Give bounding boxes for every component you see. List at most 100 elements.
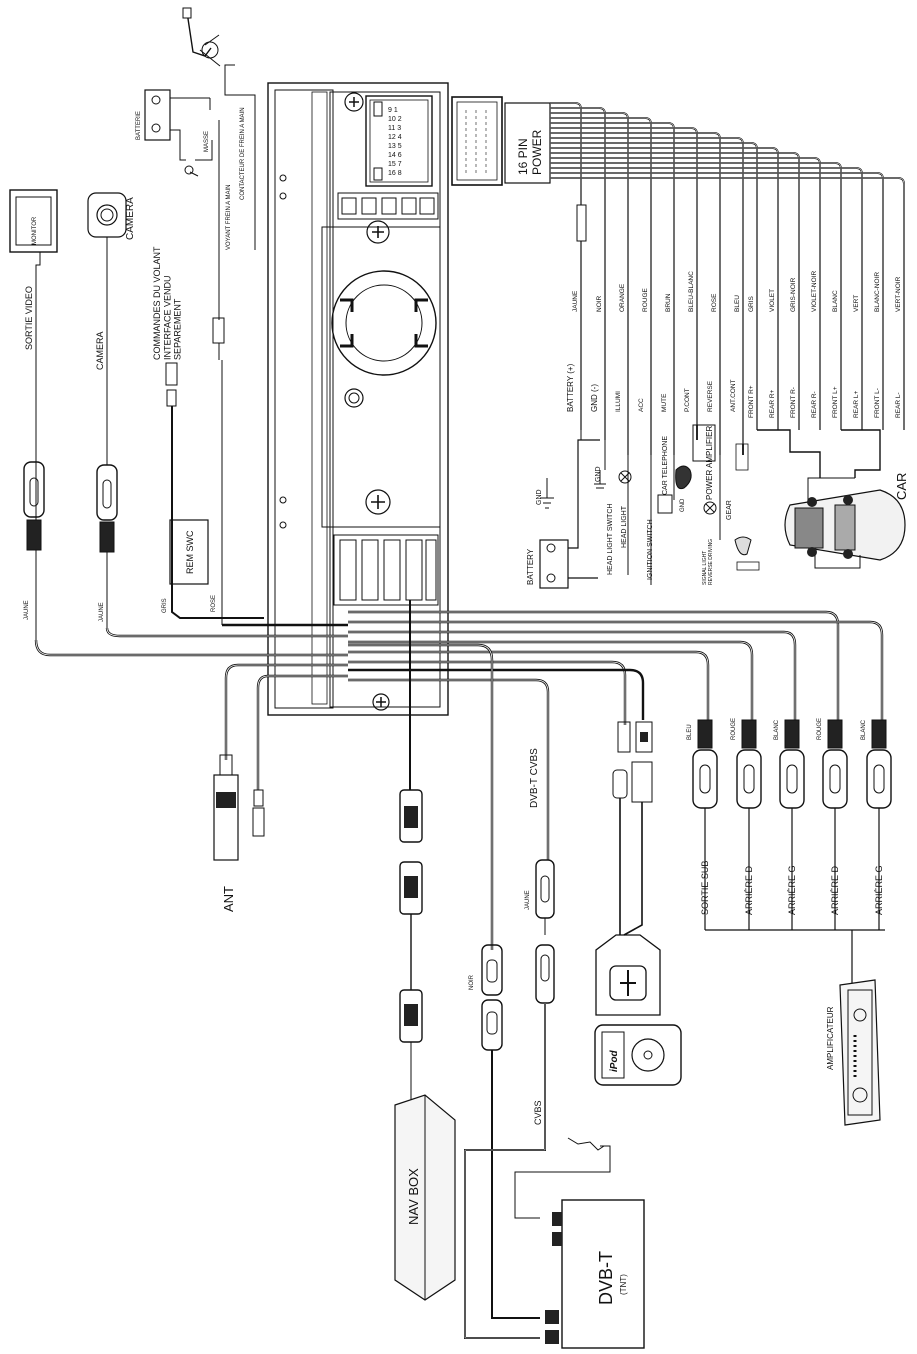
ignition-switch-label: IGNITION SWITCH: [647, 519, 654, 580]
rose-label: ROSE: [211, 595, 217, 612]
handbrake-circuit: BATTERIE MASSE CONTACTEUR DE FREIN A MAI…: [136, 7, 256, 625]
head-light-label: HEAD LIGHT: [621, 505, 628, 548]
nav-box-label: NAV BOX: [406, 1168, 421, 1225]
wire-color-label: ROSE: [711, 293, 718, 312]
rem-swc-label: REM SWC: [185, 530, 195, 574]
wire-function-label: REAR L-: [895, 392, 902, 418]
voyant-label: VOYANT FREIN A MAIN: [226, 185, 232, 250]
fuse-icon: [576, 204, 587, 242]
rca-channel-label: ARRIÈRE D: [744, 865, 754, 915]
jaune-label-2: JAUNE: [99, 602, 105, 622]
signal-light-label: SIGNAL LIGHTREVERSE DRIVING: [702, 539, 714, 585]
svg-text:9 110 211 312 413 514 615 716: 9 110 211 312 413 514 615 716 8: [388, 107, 402, 177]
wire-function-label: FRONT L-: [874, 388, 881, 418]
wire-function-label: MUTE: [661, 393, 668, 412]
rca-channel-label: ARRIÈRE G: [874, 865, 884, 915]
jaune-label-3: JAUNE: [525, 890, 531, 910]
wire-color-label: GRIS: [748, 295, 755, 312]
svg-text:16 PINPOWER: 16 PINPOWER: [516, 129, 544, 175]
wire-color-label: VERT: [853, 295, 860, 312]
swc-circuit: COMMANDES DU VOLANTINTERFACE VENDUSEPARE…: [152, 246, 264, 619]
monitor-circuit: MONITOR SORTIE VIDEO JAUNE: [9, 189, 58, 640]
rca-channel-label: ARRIÈRE G: [787, 865, 797, 915]
wire-color-label: BRUN: [665, 293, 672, 312]
screw-icon: [366, 220, 390, 244]
gnd-label: GND: [536, 489, 543, 505]
wire-function-label: FRONT R-: [790, 387, 797, 418]
wire-color-label: BLEU-BLANC: [688, 271, 695, 312]
wire-color-label: NOIR: [596, 295, 603, 312]
wire-function-label: ILLUMI: [615, 391, 622, 412]
amplificateur-label: AMPLIFICATEUR: [826, 1006, 835, 1070]
masse-label: MASSE: [204, 131, 210, 152]
dvbt-label: DVB-T: [596, 1251, 616, 1305]
car-label: CAR: [894, 473, 909, 500]
rca-color-label: ROUGE: [817, 718, 823, 740]
gris-label: GRIS: [162, 598, 168, 613]
gnd-label-3: GND: [680, 498, 686, 512]
monitor-label: MONITOR: [32, 216, 38, 245]
screw-icon: [344, 92, 364, 112]
rca-color-label: ROUGE: [731, 718, 737, 740]
wire-color-label: VIOLET-NOIR: [811, 271, 818, 312]
commandes-label: COMMANDES DU VOLANTINTERFACE VENDUSEPARE…: [152, 246, 183, 360]
rca-color-label: BLEU: [687, 724, 693, 740]
jaune-label-1: JAUNE: [24, 600, 30, 620]
wire-function-label: REAR L+: [853, 391, 860, 418]
nav-box: NAV BOX: [394, 789, 456, 1301]
rca-channel-label: SORTIE SUB: [700, 861, 710, 915]
power-connector: 16 PINPOWER: [451, 96, 551, 186]
wire-function-label: BATTERY (+): [566, 363, 575, 412]
vehicle-wiring: BATTERY GND GND HEAD LIGHT SWITCH HEAD L…: [526, 424, 909, 589]
rca-jack-icon: [23, 461, 45, 551]
rca-output-jack: [866, 719, 892, 930]
dvbt-circuit: DVB-T CVBS JAUNE NOIR CVBS DVB-T (TNT): [464, 748, 645, 1349]
battery-label: BATTERY: [526, 548, 535, 585]
ipod-label: iPod: [609, 1049, 620, 1072]
wire-color-label: VIOLET: [769, 289, 776, 312]
ant-label: ANT: [221, 886, 236, 912]
wire-color-label: JAUNE: [572, 290, 579, 312]
wire-function-label: GND (-): [590, 384, 599, 412]
rca-output-jack: [692, 719, 718, 930]
rca-color-label: BLANC: [861, 719, 867, 740]
rca-output-jack: [822, 719, 848, 930]
rca-output-jack: [736, 719, 762, 930]
amplifier: AMPLIFICATEUR: [705, 929, 885, 1126]
gear-label: GEAR: [726, 500, 733, 520]
wire-function-label: ANT.CONT: [730, 379, 737, 412]
fan-icon: [331, 270, 437, 376]
wire-speaker-7: [550, 177, 905, 430]
tnt-label: (TNT): [619, 1274, 628, 1295]
rca-jack-icon: [96, 464, 118, 553]
wire-function-label: P.CONT: [684, 388, 691, 412]
camera-circuit: CAMERA CAMERA JAUNE: [87, 192, 136, 628]
screw-icon: [365, 489, 391, 515]
wire-color-label: GRIS-NOIR: [790, 277, 797, 312]
wire-color-label: VERT-NOIR: [895, 276, 902, 312]
screw-icon: [372, 693, 390, 711]
wire-function-label: ACC: [638, 398, 645, 412]
wire-color-label: ROUGE: [642, 288, 649, 313]
car-telephone-label: CAR TELEPHONE: [662, 436, 669, 495]
power-amplifier-label: POWER AMPLIFIER: [705, 426, 714, 500]
wire-function-label: REAR R+: [769, 389, 776, 418]
wire-function-label: FRONT R+: [748, 385, 755, 418]
rca-channel-label: ARRIÈRE D: [830, 865, 840, 915]
rca-color-label: BLANC: [774, 719, 780, 740]
wire-function-label: REAR R-: [811, 391, 818, 418]
noir-label: NOIR: [469, 974, 475, 990]
gnd-label-2: GND: [595, 466, 602, 482]
wire-function-label: FRONT L+: [832, 386, 839, 418]
signal-bus: [34, 600, 884, 950]
head-light-switch-label: HEAD LIGHT SWITCH: [607, 504, 614, 575]
dvbt-cvbs-label: DVB-T CVBS: [529, 748, 540, 808]
sortie-video-label: SORTIE VIDEO: [24, 286, 34, 350]
antenna-plug: ANT: [213, 754, 265, 912]
wire-color-label: BLANC: [832, 290, 839, 312]
camera-device-label: CAMERA: [125, 197, 136, 240]
contacteur-label: CONTACTEUR DE FREIN A MAIN: [240, 107, 246, 200]
